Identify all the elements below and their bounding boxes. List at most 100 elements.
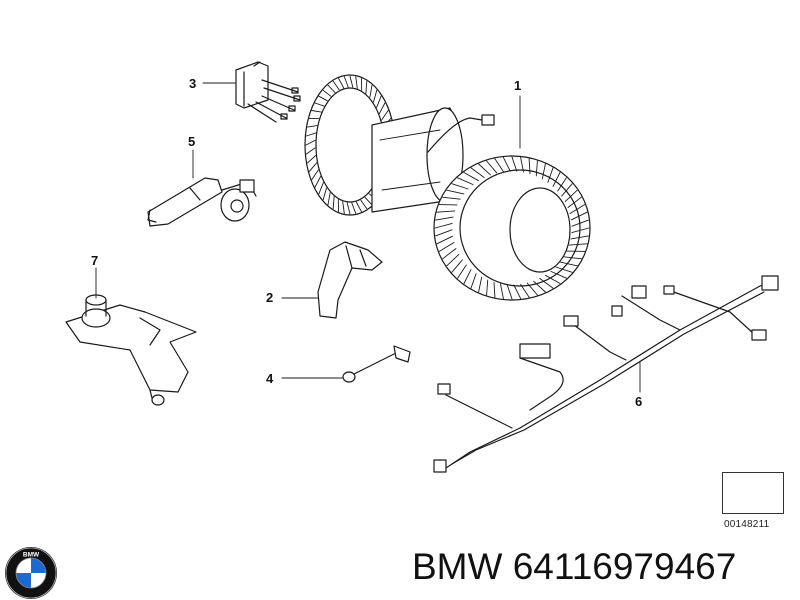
fan-blade <box>332 196 335 210</box>
fan-blade <box>563 256 582 260</box>
callout-6: 6 <box>635 394 643 409</box>
fan-blade <box>305 147 316 155</box>
fan-blade <box>446 253 460 267</box>
fan-blade <box>343 76 349 88</box>
fan-blade <box>305 132 317 137</box>
fan-blade <box>308 162 318 172</box>
fan-blade <box>338 77 345 89</box>
fan-blade <box>478 163 491 176</box>
fan-blade <box>500 283 504 300</box>
fan-blade <box>541 163 546 180</box>
fan-blade <box>486 160 498 174</box>
fan-blade <box>327 192 331 206</box>
fan-blade <box>314 102 325 107</box>
fan-blade <box>547 167 554 183</box>
fan-blade <box>457 177 474 186</box>
flap-housing-bracket <box>65 294 197 406</box>
fan-blade <box>346 202 351 215</box>
fan-blade <box>342 201 345 214</box>
fan-blade <box>470 167 485 178</box>
fan-blade <box>322 89 332 97</box>
fan-blade <box>307 155 317 164</box>
fan-blade <box>307 125 318 128</box>
fan-blade <box>435 229 453 237</box>
fan-blade <box>332 80 340 91</box>
fan-blade <box>486 279 489 296</box>
fan-blade <box>557 177 567 192</box>
fan-blade <box>570 211 588 221</box>
fan-blade <box>528 158 531 175</box>
fan-blade <box>535 160 538 177</box>
leader-lines <box>95 82 641 393</box>
actuator-motor <box>147 177 257 227</box>
fan-blade <box>552 172 561 187</box>
callout-2: 2 <box>266 290 274 305</box>
wiring-harness <box>433 275 779 473</box>
fan-blade <box>351 202 357 214</box>
fan-blade <box>502 156 511 172</box>
fan-blade <box>365 80 368 94</box>
fan-blade <box>451 259 463 273</box>
fan-blade <box>511 156 518 172</box>
fan-blade <box>520 283 530 298</box>
blower-resistor <box>235 61 301 123</box>
callout-4: 4 <box>266 371 274 386</box>
logo-lettering: BMW <box>23 552 40 559</box>
fan-blade <box>533 280 546 293</box>
bmw-logo-icon: BMW <box>5 547 57 599</box>
fan-blade <box>434 222 453 229</box>
fan-blade <box>569 204 586 214</box>
fan-blade <box>436 210 456 213</box>
callout-5: 5 <box>188 134 196 149</box>
fan-blade <box>436 235 454 245</box>
fan-blade <box>520 156 524 173</box>
fan-blade <box>570 235 589 240</box>
fan-blade <box>526 282 538 296</box>
fan-blade <box>568 243 588 246</box>
fan-blade <box>349 75 354 88</box>
fan-blade <box>442 196 461 200</box>
fan-blade <box>364 196 373 206</box>
fan-blade <box>442 248 457 260</box>
fan-blade <box>381 110 389 121</box>
fan-blade <box>376 95 382 108</box>
fan-blade <box>463 269 472 284</box>
callout-7: 7 <box>91 253 99 268</box>
fan-blade <box>555 266 573 273</box>
fan-blade <box>318 95 328 102</box>
fan-blade <box>571 219 589 227</box>
fan-blade <box>506 284 513 300</box>
fan-blade <box>446 189 465 195</box>
fan-blade <box>369 84 373 98</box>
fan-blade <box>539 278 554 289</box>
fan-blade <box>373 89 378 103</box>
view-reference-box <box>722 472 784 514</box>
fan-blade <box>493 281 496 298</box>
callout-1: 1 <box>514 78 522 93</box>
fan-blade <box>494 158 504 173</box>
diagram-reference-code: 00148211 <box>724 519 770 530</box>
fan-blade <box>360 199 368 210</box>
fan-blade <box>355 76 358 89</box>
fan-blade <box>463 172 479 182</box>
fan-blade <box>513 284 522 300</box>
fan-blade <box>318 182 324 195</box>
fan-blade <box>355 201 362 213</box>
fan-blade <box>438 242 455 252</box>
fan-blade <box>322 187 327 201</box>
fan-blade <box>451 183 469 190</box>
fan-blade <box>478 276 483 293</box>
blower-motor-assembly <box>304 74 591 301</box>
fan-blade <box>561 183 573 197</box>
fan-blade <box>435 216 454 221</box>
part-number-label: BMW 64116979467 <box>412 546 737 587</box>
fan-blade <box>470 273 477 289</box>
fan-blade <box>559 261 578 267</box>
temperature-sensor <box>342 345 411 383</box>
fan-blade <box>567 196 582 208</box>
fan-blade <box>314 176 322 188</box>
fan-blade <box>550 270 567 279</box>
fan-blade <box>311 110 322 113</box>
fan-blade <box>545 274 561 284</box>
